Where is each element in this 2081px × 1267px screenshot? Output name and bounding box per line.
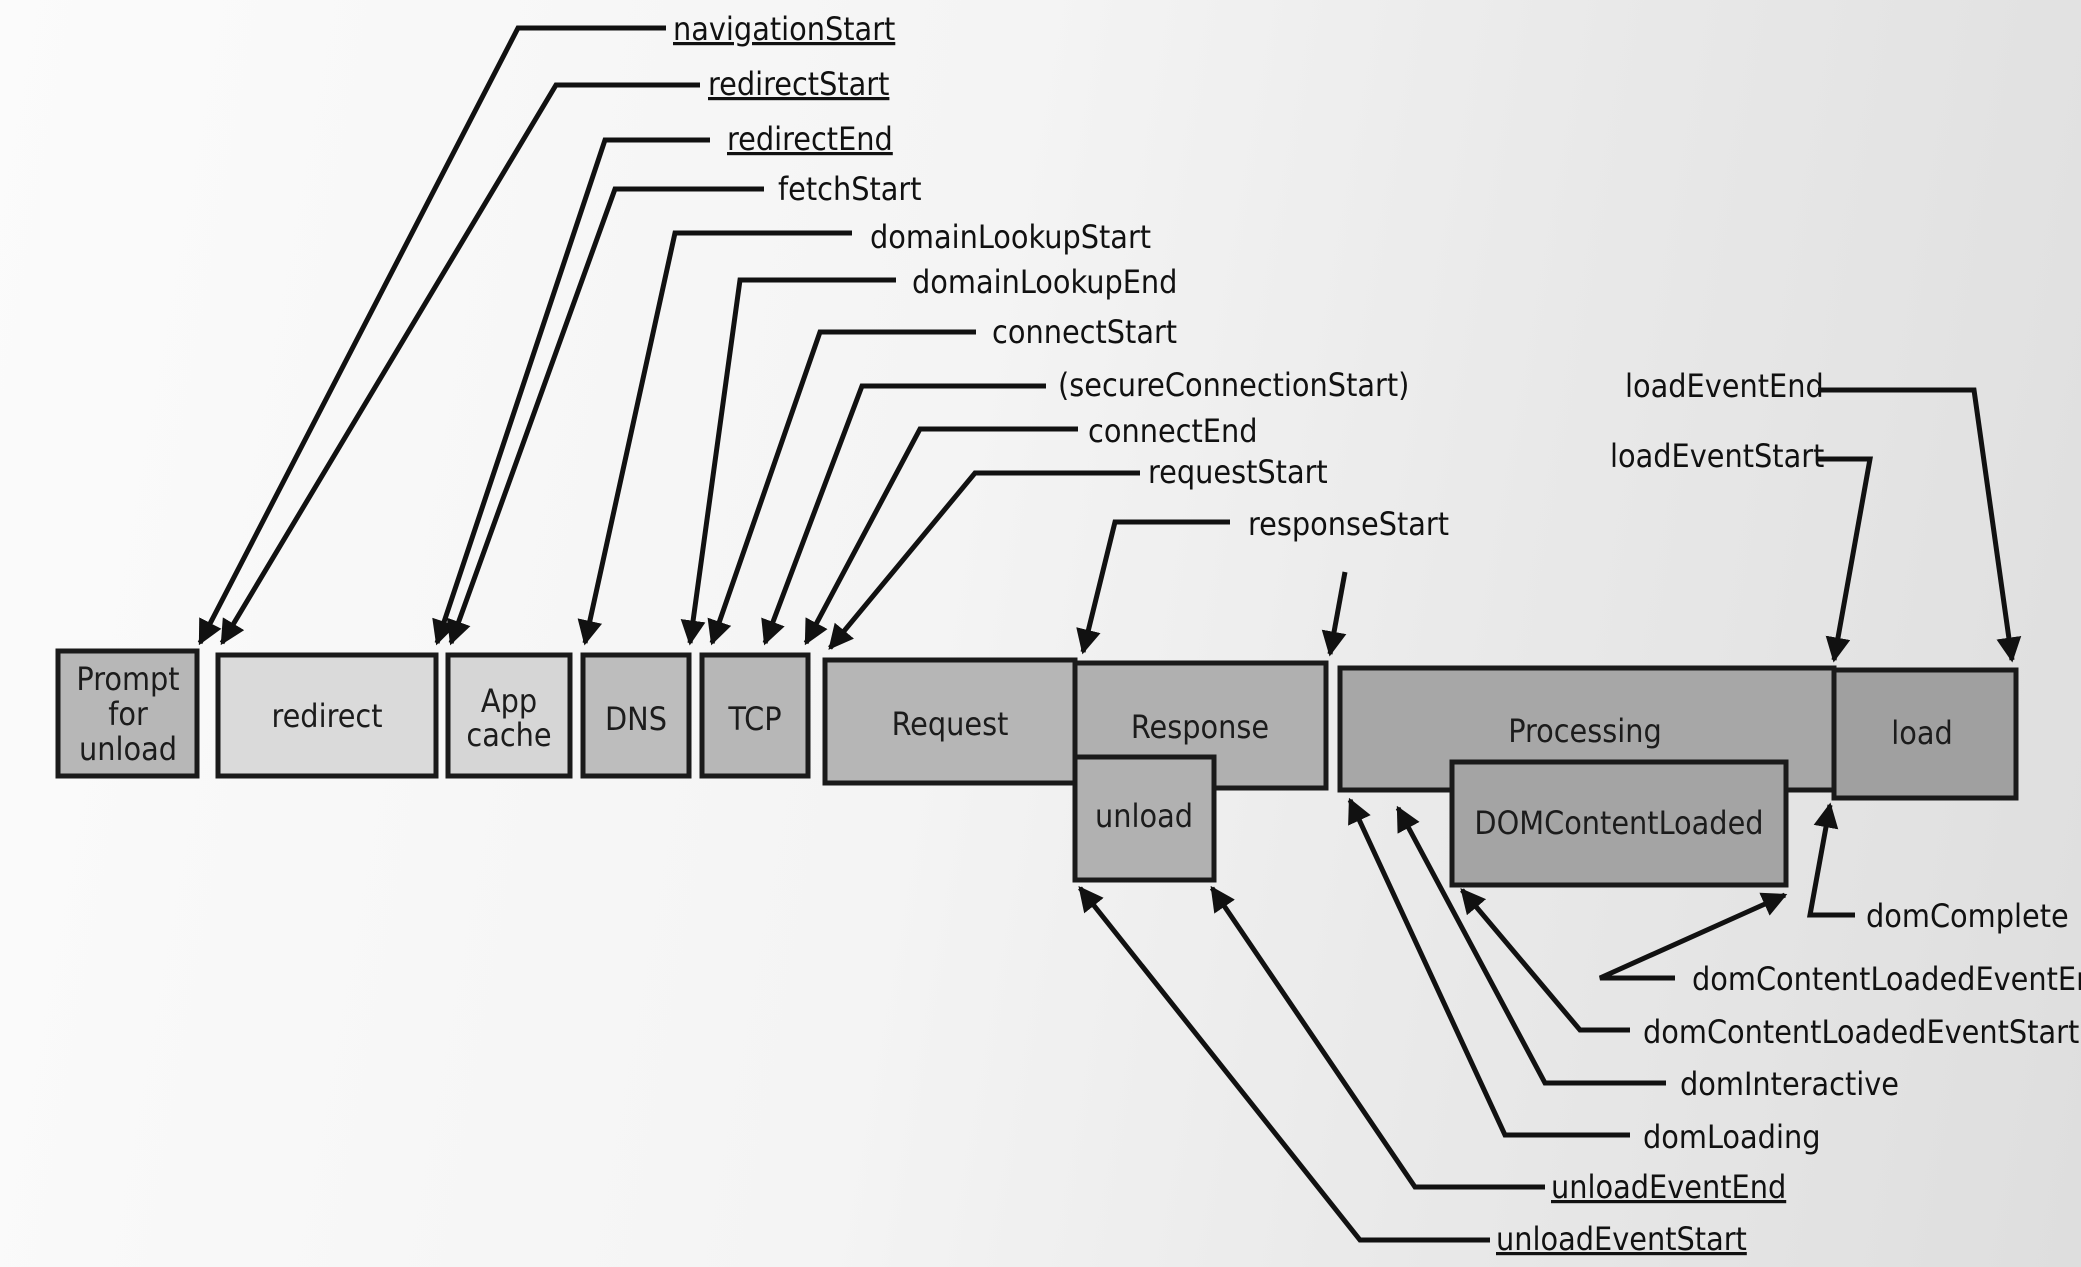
secure-connection-start-connector: [761, 383, 1046, 646]
response-start-label: responseStart: [1248, 505, 1449, 543]
phase-load: load: [1831, 667, 2019, 801]
dom-complete-connector: [1807, 802, 1855, 918]
dom-loading-connector: [1347, 797, 1630, 1138]
response-start-connector: [1076, 519, 1230, 655]
connect-start-label: connectStart: [992, 313, 1177, 351]
phase-unload: unload: [1072, 754, 1217, 883]
redirect-end-connector: [432, 137, 710, 646]
redirect-start-connector: [219, 82, 700, 646]
redirect-start-label: redirectStart: [708, 65, 889, 103]
dom-content-loaded-event-start-label: domContentLoadedEventStart: [1643, 1013, 2079, 1051]
load-event-start-connector: [1818, 456, 1873, 663]
phase-tcp: TCP: [699, 652, 811, 779]
app-cache-line-1: App: [481, 682, 537, 720]
connect-start-connector: [707, 329, 976, 646]
dom-content-loaded-event-end-label: domContentLoadedEventEnd: [1692, 960, 2081, 998]
domain-lookup-start-connector: [577, 230, 852, 646]
request-start-label: requestStart: [1148, 453, 1328, 491]
request-start-connector: [828, 470, 1140, 650]
unload-event-start-label: unloadEventStart: [1496, 1220, 1747, 1258]
navigation-start-label: navigationStart: [673, 10, 895, 48]
phase-dom-content-loaded: DOMContentLoaded: [1449, 759, 1789, 888]
redirect-end-label: redirectEnd: [727, 120, 893, 158]
fetch-start-label: fetchStart: [778, 170, 922, 208]
response-label: Response: [1131, 708, 1269, 746]
domain-lookup-start-label: domainLookupStart: [870, 218, 1151, 256]
dom-interactive-connector: [1395, 805, 1666, 1086]
dom-content-loaded-event-start-connector: [1460, 888, 1630, 1033]
phase-redirect: redirect: [215, 652, 439, 779]
unload-event-start-connector: [1078, 886, 1490, 1243]
event-labels: navigationStart redirectStart redirectEn…: [673, 10, 2081, 1258]
connectors-top: [197, 25, 2022, 663]
load-label: load: [1891, 714, 1953, 752]
connectors-bottom: [1078, 797, 1855, 1243]
dom-content-loaded-event-end-connector: [1598, 892, 1788, 981]
request-label: Request: [892, 705, 1009, 743]
load-event-start-label: loadEventStart: [1610, 437, 1824, 475]
phase-prompt-for-unload: Prompt for unload: [55, 648, 200, 779]
load-event-end-label: loadEventEnd: [1625, 367, 1824, 405]
unload-event-end-connector: [1209, 885, 1545, 1190]
unload-event-end-label: unloadEventEnd: [1551, 1168, 1786, 1206]
dom-loading-label: domLoading: [1643, 1118, 1820, 1156]
fetch-start-connector: [446, 186, 764, 646]
load-event-end-connector: [1818, 387, 2022, 663]
secure-connection-start-label: (secureConnectionStart): [1058, 366, 1409, 404]
domain-lookup-end-connector: [680, 277, 896, 646]
app-cache-line-2: cache: [466, 716, 551, 754]
prompt-line-2: for: [108, 695, 148, 733]
prompt-line-3: unload: [79, 730, 177, 768]
prompt-line-1: Prompt: [76, 660, 179, 698]
processing-label: Processing: [1508, 712, 1662, 750]
response-end-connector: [1321, 571, 1348, 657]
phase-dns: DNS: [580, 652, 692, 779]
phase-app-cache: App cache: [445, 652, 573, 779]
unload-label: unload: [1095, 797, 1193, 835]
dom-content-loaded-label: DOMContentLoaded: [1474, 804, 1763, 842]
dom-interactive-label: domInteractive: [1680, 1065, 1899, 1103]
dns-label: DNS: [605, 700, 667, 738]
connect-end-connector: [803, 426, 1078, 646]
redirect-label: redirect: [271, 697, 382, 735]
navigation-start-connector: [197, 25, 666, 646]
tcp-label: TCP: [727, 700, 781, 738]
dom-complete-label: domComplete: [1866, 897, 2069, 935]
phase-request: Request: [822, 657, 1078, 786]
domain-lookup-end-label: domainLookupEnd: [912, 263, 1177, 301]
connect-end-label: connectEnd: [1088, 412, 1257, 450]
